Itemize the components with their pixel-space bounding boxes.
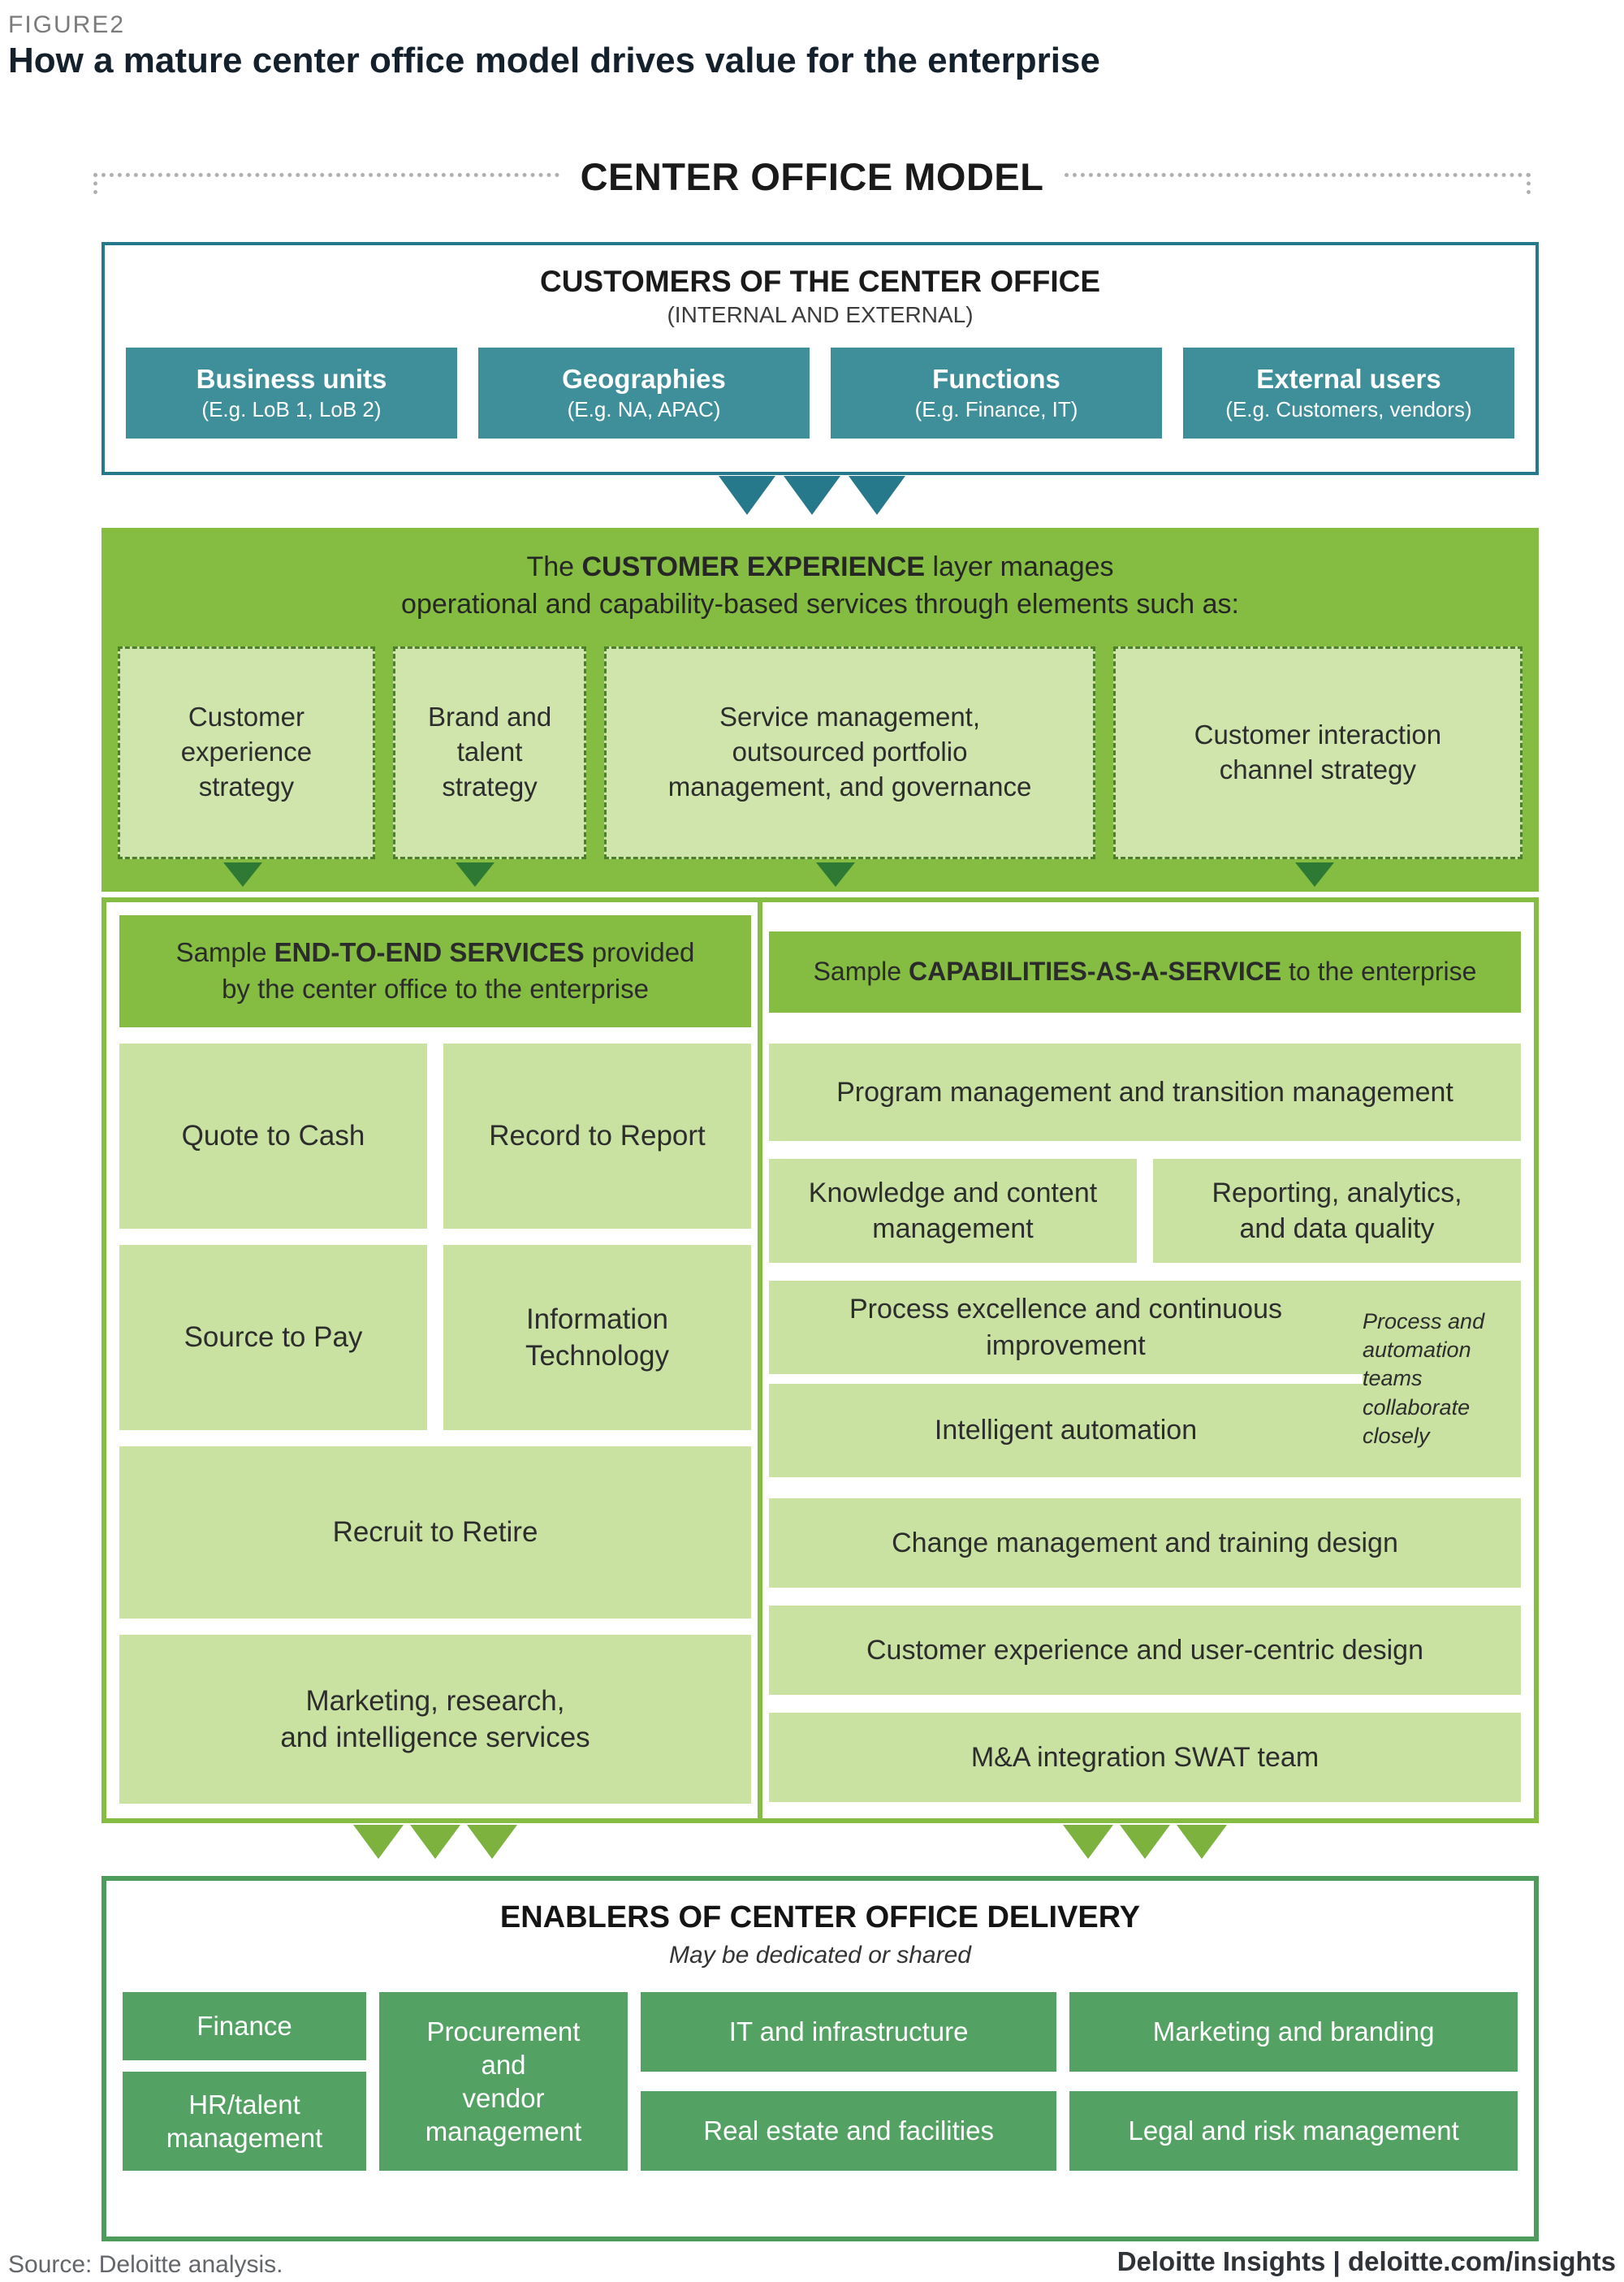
enabler-column-3: IT and infrastructure Real estate and fa… [641,1992,1057,2171]
service-card-source-to-pay: Source to Pay [119,1245,427,1430]
end-to-end-header: Sample END-TO-END SERVICES provided by t… [119,915,751,1027]
figure-label: FIGURE2 [8,11,126,38]
enabler-card-procurement-vendor-management: Procurement and vendor management [379,1992,628,2171]
enabler-card-real-estate-facilities: Real estate and facilities [641,2091,1057,2171]
capability-card-knowledge-content-management: Knowledge and content management [769,1159,1137,1263]
cx-card-customer-experience-strategy: Customer experience strategy [118,646,375,859]
cap-header-prefix: Sample [813,957,909,987]
customer-row: Business units (E.g. LoB 1, LoB 2) Geogr… [105,348,1535,439]
capability-card-customer-experience-design: Customer experience and user-centric des… [769,1606,1521,1695]
process-automation-cells: Process excellence and continuous improv… [769,1281,1363,1477]
capability-row: Knowledge and content management Reporti… [769,1159,1521,1263]
customer-card-sublabel: (E.g. Customers, vendors) [1225,397,1472,421]
enablers-title: ENABLERS OF CENTER OFFICE DELIVERY [499,1900,1141,1934]
enabler-column-4: Marketing and branding Legal and risk ma… [1069,1992,1518,2171]
customer-card-functions: Functions (E.g. Finance, IT) [831,348,1162,439]
process-automation-group: Process excellence and continuous improv… [769,1281,1521,1477]
service-card-recruit-to-retire: Recruit to Retire [119,1446,751,1619]
services-to-enablers-arrows-left [353,1825,517,1859]
customers-section: CUSTOMERS OF THE CENTER OFFICE (INTERNAL… [102,242,1539,475]
down-arrow-icon [467,1825,517,1859]
services-to-enablers-arrows-right [1063,1825,1227,1859]
down-arrow-icon [784,476,840,515]
dotted-line-left [93,160,559,194]
enabler-column-1: Finance HR/talent management [123,1992,366,2171]
e2e-header-bold: END-TO-END SERVICES [274,937,585,968]
enablers-subtitle: May be dedicated or shared [669,1942,971,1969]
capability-card-process-excellence: Process excellence and continuous improv… [849,1294,1282,1361]
down-arrow-icon [1063,1825,1113,1859]
e2e-header-prefix: Sample [175,937,274,968]
service-row: Source to Pay Information Technology [119,1245,751,1430]
down-arrow-icon [1120,1825,1170,1859]
customer-card-geographies: Geographies (E.g. NA, APAC) [478,348,810,439]
cx-card-brand-talent-strategy: Brand and talent strategy [392,646,587,859]
model-heading-row: CENTER OFFICE MODEL [93,154,1531,199]
customer-card-label: Geographies [562,364,726,394]
down-arrow-icon [223,862,262,887]
end-to-end-column: Sample END-TO-END SERVICES provided by t… [119,915,751,1805]
e2e-header-suffix: provided by the center office to the ent… [222,937,695,1004]
model-heading: CENTER OFFICE MODEL [580,155,1044,198]
cap-header-bold: CAPABILITIES-AS-A-SERVICE [908,957,1282,987]
customer-card-sublabel: (E.g. NA, APAC) [567,397,721,421]
capabilities-header: Sample CAPABILITIES-AS-A-SERVICE to the … [769,931,1521,1013]
services-section: Sample END-TO-END SERVICES provided by t… [102,897,1539,1823]
capability-card-intelligent-automation: Intelligent automation [934,1415,1198,1446]
cx-intro-prefix: The [526,551,582,582]
down-arrow-icon [1295,862,1334,887]
cx-card-service-management-governance: Service management, outsourced portfolio… [604,646,1095,859]
customer-card-external-users: External users (E.g. Customers, vendors) [1183,348,1514,439]
footer-source: Source: Deloitte analysis. [8,2251,283,2278]
service-card-information-technology: Information Technology [443,1245,751,1430]
down-arrow-icon [353,1825,404,1859]
service-card-record-to-report: Record to Report [443,1044,751,1229]
down-arrow-icon [456,862,495,887]
footer-brand: Deloitte Insights | deloitte.com/insight… [1116,2246,1616,2276]
capabilities-column: Sample CAPABILITIES-AS-A-SERVICE to the … [769,915,1521,1805]
customer-card-sublabel: (E.g. LoB 1, LoB 2) [201,397,382,421]
cx-intro-suffix: layer manages [925,551,1114,582]
capability-card-program-transition-management: Program management and transition manage… [769,1044,1521,1141]
enabler-card-marketing-branding: Marketing and branding [1069,1992,1518,2072]
process-automation-note: Process and automation teams collaborate… [1363,1309,1485,1448]
divider [769,1374,1363,1384]
cx-intro-bold: CUSTOMER EXPERIENCE [581,551,926,582]
cx-intro-line1: The CUSTOMER EXPERIENCE layer manages [118,549,1522,586]
customer-card-label: External users [1256,364,1441,394]
cx-card-customer-interaction-channel: Customer interaction channel strategy [1112,646,1522,859]
enabler-column-2: Procurement and vendor management [379,1992,628,2171]
capability-card-change-management-training: Change management and training design [769,1498,1521,1588]
down-arrow-icon [719,476,775,515]
page-title: How a mature center office model drives … [8,41,1100,80]
service-card-quote-to-cash: Quote to Cash [119,1044,427,1229]
customer-card-label: Business units [196,364,387,394]
cx-card-row: Customer experience strategy Brand and t… [118,646,1522,859]
down-arrow-icon [816,862,855,887]
service-row: Quote to Cash Record to Report [119,1044,751,1229]
enabler-card-legal-risk-management: Legal and risk management [1069,2091,1518,2171]
dotted-line-right [1065,160,1531,194]
down-arrow-icon [1177,1825,1227,1859]
cx-intro-line2: operational and capability-based service… [401,588,1239,620]
capability-card-ma-integration-swat: M&A integration SWAT team [769,1713,1521,1802]
cap-header-suffix: to the enterprise [1281,957,1477,987]
customers-subtitle: (INTERNAL AND EXTERNAL) [667,302,974,327]
capability-card-reporting-analytics-data-quality: Reporting, analytics, and data quality [1153,1159,1521,1263]
enabler-grid: Finance HR/talent management Procurement… [123,1992,1518,2171]
enabler-card-it-infrastructure: IT and infrastructure [641,1992,1057,2072]
column-divider [758,902,762,1818]
customers-title: CUSTOMERS OF THE CENTER OFFICE [539,265,1100,298]
customer-card-business-units: Business units (E.g. LoB 1, LoB 2) [126,348,457,439]
customer-experience-layer: The CUSTOMER EXPERIENCE layer manages op… [102,528,1539,892]
down-arrow-icon [849,476,905,515]
service-card-marketing-research-intelligence: Marketing, research, and intelligence se… [119,1635,751,1804]
enablers-section: ENABLERS OF CENTER OFFICE DELIVERY May b… [102,1876,1539,2241]
enabler-card-finance: Finance [123,1992,366,2060]
customer-card-sublabel: (E.g. Finance, IT) [914,397,1078,421]
enabler-card-hr-talent-management: HR/talent management [123,2072,366,2171]
down-arrow-icon [410,1825,460,1859]
customer-card-label: Functions [932,364,1060,394]
customers-to-cx-arrows [0,476,1624,515]
